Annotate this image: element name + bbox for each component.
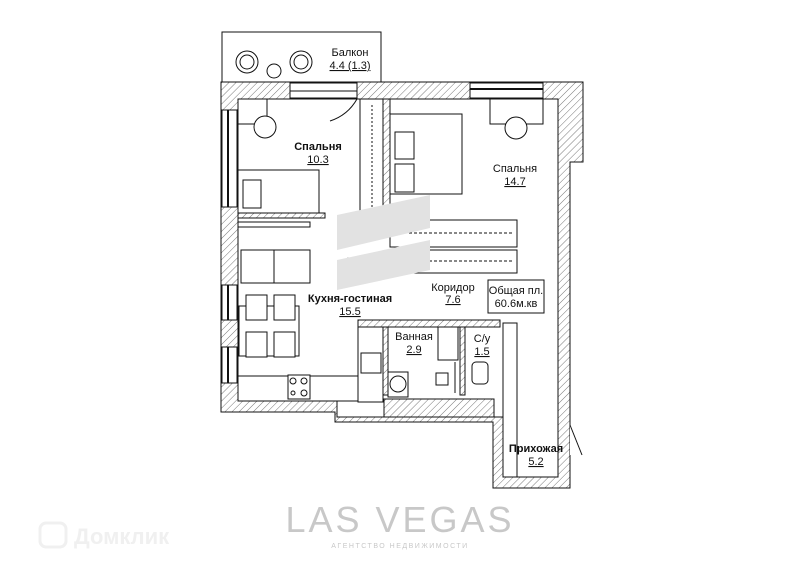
balcony-chairs [235, 50, 313, 79]
kitchen-furniture [237, 221, 384, 403]
window-bedroom-2 [469, 82, 544, 99]
room-label-hallway: Прихожая 5.2 [509, 443, 563, 468]
bed [389, 113, 463, 195]
domclick-watermark: Домклик [38, 521, 170, 549]
watermark-agency-sub: АГЕНТСТВО НЕДВИЖИМОСТИ [331, 543, 468, 550]
room-label-bedroom-1: Спальня 10.3 [294, 141, 342, 166]
room-area: 7.6 [445, 294, 460, 306]
room-label-bathroom: Ванная 2.9 [395, 331, 433, 356]
watermark-agency: LAS VEGAS [285, 499, 514, 540]
room-area: 2.9 [406, 344, 421, 356]
window-bedroom-1 [221, 109, 238, 208]
room-label-corridor: Коридор 7.6 [431, 282, 474, 306]
door-swing [329, 98, 358, 122]
room-name: Ванная [395, 331, 433, 343]
room-name: Кухня-гостиная [308, 293, 392, 305]
room-name: Балкон [332, 47, 369, 59]
room-label-kitchen-living: Кухня-гостиная 15.5 [308, 293, 392, 318]
room-area: 15.5 [339, 306, 360, 318]
room-area: 5.2 [528, 456, 543, 468]
room-name: Коридор [431, 282, 474, 294]
room-name: Спальня [294, 141, 342, 153]
room-area: 4.4 (1.3) [330, 60, 371, 72]
bedroom-2-desk [489, 98, 544, 140]
room-name: С/у [474, 333, 491, 345]
bathroom-fixtures [387, 326, 489, 398]
room-area: 1.5 [474, 346, 489, 358]
total-area-label: Общая пл. [489, 285, 543, 297]
room-label-bedroom-2: Спальня 14.7 [493, 163, 537, 188]
room-label-balcony: Балкон 4.4 (1.3) [330, 47, 371, 72]
room-area: 10.3 [307, 154, 328, 166]
bedroom-1-furniture [237, 98, 320, 214]
total-area-value: 60.6м.кв [495, 298, 538, 310]
watermark-portal: Домклик [74, 524, 170, 549]
window-kitchen-2 [221, 346, 238, 384]
total-area-box: Общая пл. 60.6м.кв [487, 279, 545, 314]
window-kitchen-1 [221, 284, 238, 321]
room-label-wc: С/у 1.5 [474, 333, 491, 358]
agency-watermark: LAS VEGAS АГЕНТСТВО НЕДВИЖИМОСТИ [285, 195, 514, 550]
balcony [221, 31, 382, 85]
room-area: 14.7 [504, 176, 525, 188]
room-name: Спальня [493, 163, 537, 175]
room-name: Прихожая [509, 443, 563, 455]
